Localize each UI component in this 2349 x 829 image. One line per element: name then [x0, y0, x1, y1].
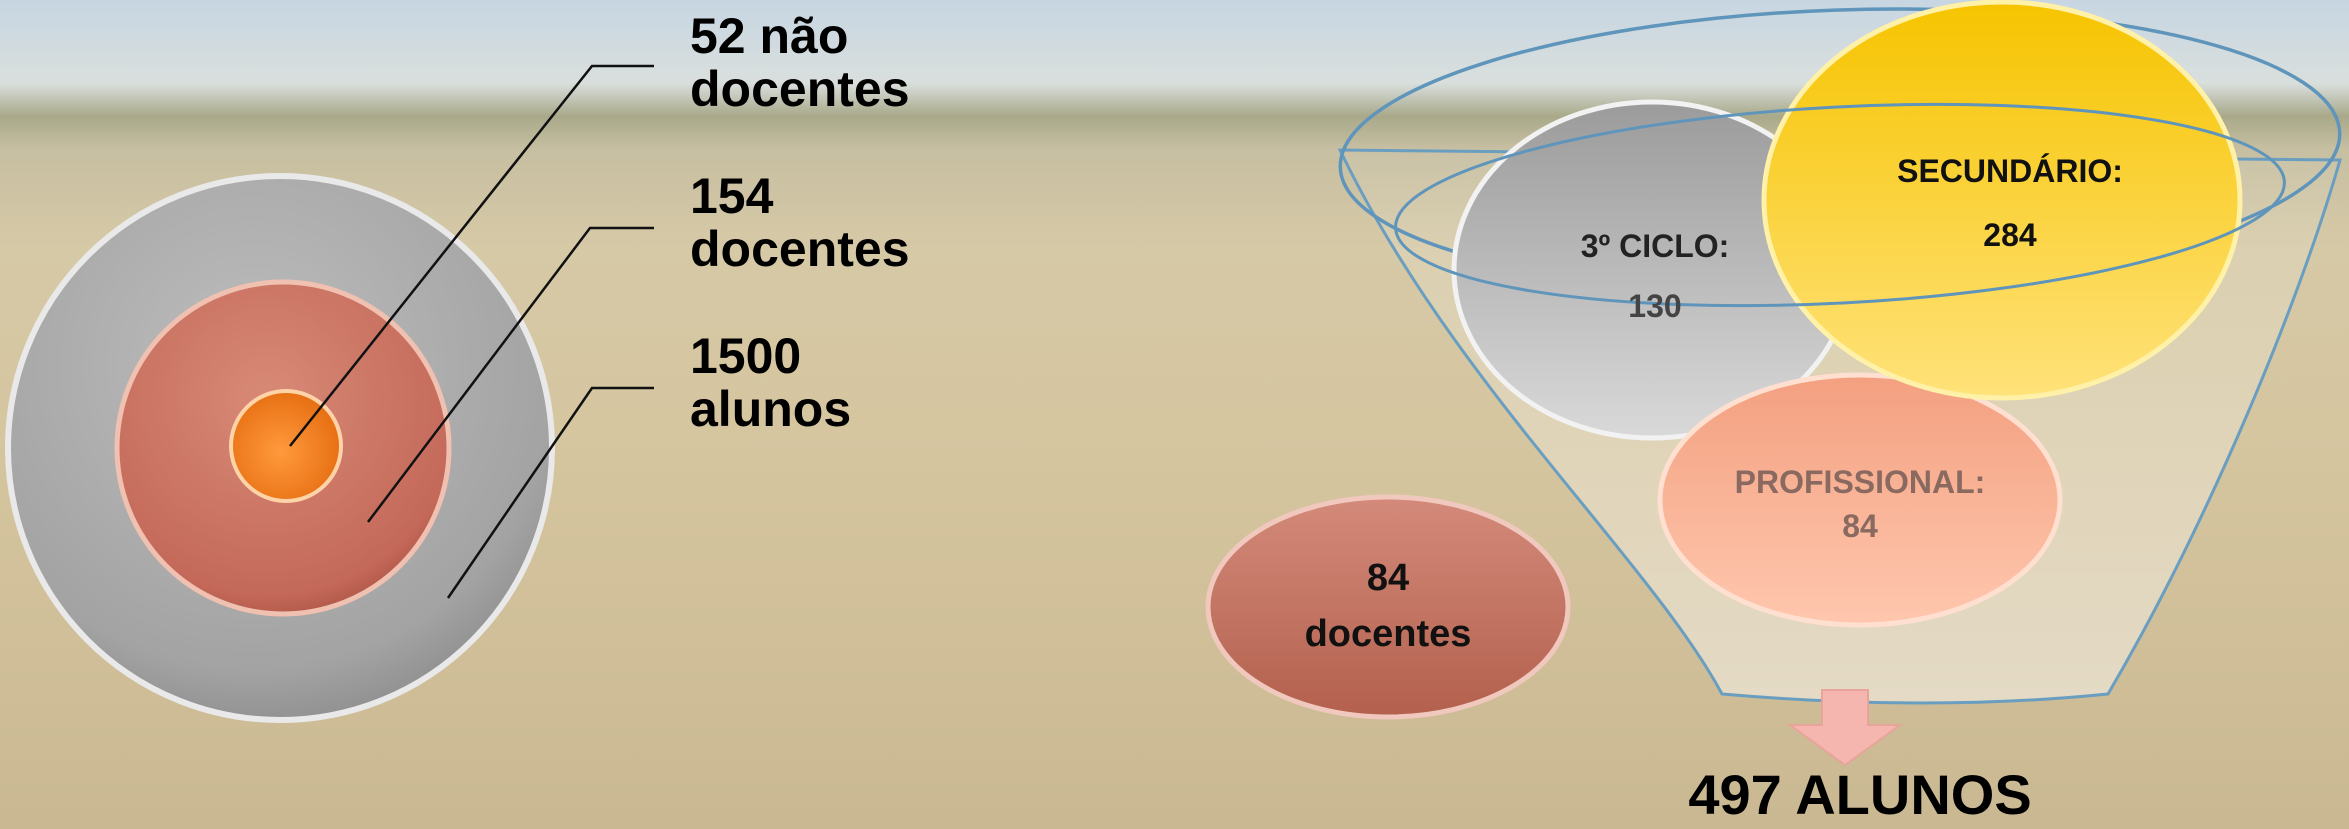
secundario-value: 284 — [1983, 217, 2037, 253]
docentes-oval-text: docentes — [1304, 613, 1472, 655]
docentes-oval-label: 84 docentes — [1248, 550, 1528, 662]
terceiro-ciclo-value: 130 — [1628, 288, 1682, 324]
label-alunos: 1500 alunos — [690, 328, 852, 437]
leader-lines — [289, 64, 654, 599]
bubble-84-docentes — [1205, 494, 1571, 720]
secundario-label: SECUNDÁRIO: 284 — [1840, 150, 2180, 256]
profissional-label: PROFISSIONAL: 84 — [1690, 460, 2030, 548]
leader-line-nao-docentes — [289, 64, 654, 447]
bubble-profissional — [1657, 372, 2063, 628]
label-nao-docentes: 52 não docentes — [690, 8, 910, 117]
leader-line-docentes — [367, 226, 654, 523]
concentric-rings — [5, 173, 555, 723]
funnel-rim-inner — [1394, 102, 2286, 308]
profissional-title: PROFISSIONAL: — [1734, 464, 1986, 500]
secundario-title: SECUNDÁRIO: — [1897, 153, 2123, 189]
label-docentes: 154 docentes — [690, 168, 910, 277]
profissional-value: 84 — [1842, 508, 1878, 544]
docentes-oval-number: 84 — [1366, 557, 1410, 599]
terceiro-ciclo-title: 3º CICLO: — [1580, 228, 1730, 264]
bubble-secundario — [1761, 0, 2243, 401]
total-alunos-label: 497 ALUNOS — [1688, 763, 2032, 826]
leader-line-alunos — [446, 386, 654, 599]
inner-dot-nao-docentes — [229, 389, 343, 503]
down-arrow-icon — [1786, 689, 1904, 767]
terceiro-ciclo-label: 3º CICLO: 130 — [1520, 225, 1790, 327]
